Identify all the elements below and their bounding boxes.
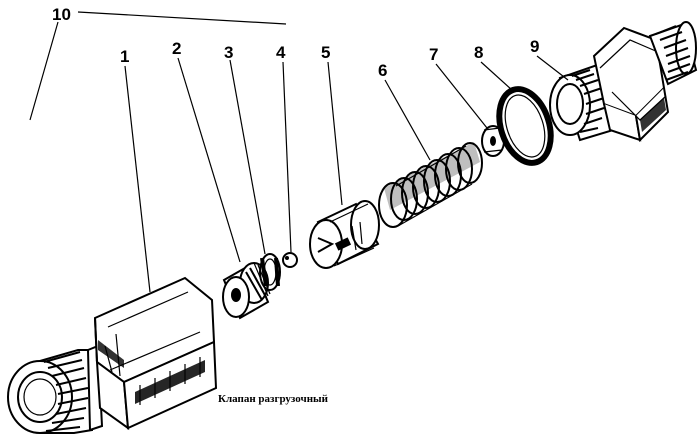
callout-9: 9 xyxy=(530,37,539,56)
callout-1: 1 xyxy=(120,47,129,66)
part-8-sealing-ring xyxy=(496,86,554,166)
leader-10a xyxy=(29,21,59,121)
leader-9 xyxy=(536,55,569,81)
leader-4 xyxy=(282,61,292,253)
callout-8: 8 xyxy=(474,43,483,62)
callout-labels: 1 2 3 4 5 6 7 8 9 10 xyxy=(52,5,539,80)
part-3-seat-o-ring xyxy=(259,253,281,291)
leader-1 xyxy=(124,65,151,293)
callout-7: 7 xyxy=(429,45,438,64)
part-6-spring xyxy=(378,142,483,228)
leader-8 xyxy=(480,61,513,91)
leader-7 xyxy=(435,63,488,129)
callout-10: 10 xyxy=(52,5,71,24)
leader-2 xyxy=(177,57,241,263)
leader-10b xyxy=(77,11,287,25)
callout-6: 6 xyxy=(378,61,387,80)
leader-6 xyxy=(384,79,431,161)
leader-3 xyxy=(229,59,266,255)
housing-thread xyxy=(7,349,94,434)
part-1-housing xyxy=(7,276,218,434)
part-7-washer xyxy=(481,125,505,157)
part-9-fitting xyxy=(549,21,698,143)
diagram-caption: Клапан разгрузочный xyxy=(218,393,329,405)
housing-hex xyxy=(93,276,218,431)
callout-5: 5 xyxy=(321,43,330,62)
part-4-ball xyxy=(282,252,298,268)
callout-3: 3 xyxy=(224,43,233,62)
part-5-ball-guide xyxy=(309,200,380,269)
leader-5 xyxy=(327,61,343,206)
callout-2: 2 xyxy=(172,39,181,58)
callout-4: 4 xyxy=(276,43,286,62)
leader-lines xyxy=(29,11,569,293)
